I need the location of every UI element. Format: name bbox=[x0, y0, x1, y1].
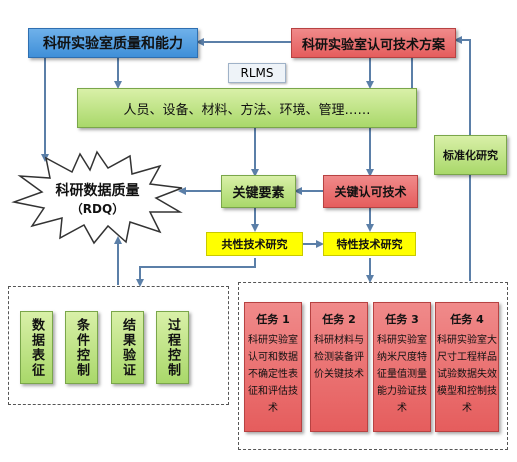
panel-item-result-verification: 结果验证 bbox=[111, 311, 144, 384]
task-2-box: 任务 2 科研材料与检测装备评价关键技术 bbox=[310, 302, 368, 432]
rdq-abbr: （RDQ） bbox=[70, 202, 125, 216]
accreditation-scheme-box: 科研实验室认可技术方案 bbox=[291, 28, 456, 58]
starburst-shape bbox=[11, 150, 183, 245]
rlms-box: RLMS bbox=[228, 63, 286, 83]
task-4-desc: 科研实验室大尺寸工程样品试验数据失效模型和控制技术 bbox=[437, 335, 497, 414]
task-panel bbox=[238, 282, 508, 450]
task-4-box: 任务 4 科研实验室大尺寸工程样品试验数据失效模型和控制技术 bbox=[435, 302, 499, 432]
task-1-desc: 科研实验室认可和数据不确定性表征和评估技术 bbox=[248, 335, 298, 414]
rdq-starburst: 科研数据质量 （RDQ） bbox=[10, 150, 185, 245]
key-elements-box: 关键要素 bbox=[221, 175, 296, 208]
panel-item-data-characterization: 数据表征 bbox=[20, 311, 53, 384]
arrow-common-to-panel bbox=[136, 258, 256, 287]
task-1-box: 任务 1 科研实验室认可和数据不确定性表征和评估技术 bbox=[244, 302, 302, 432]
task-2-desc: 科研材料与检测装备评价关键技术 bbox=[314, 335, 364, 380]
key-accreditation-box: 关键认可技术 bbox=[323, 175, 418, 208]
arrow-tasks-to-scheme bbox=[454, 36, 471, 281]
task-3-box: 任务 3 科研实验室纳米尺度特征量值测量能力验证技术 bbox=[373, 302, 431, 432]
panel-item-process-control: 过程控制 bbox=[156, 311, 189, 384]
specific-tech-label: 特性技术研究 bbox=[323, 232, 416, 256]
task-2-title: 任务 2 bbox=[322, 313, 356, 326]
standardization-box: 标准化研究 bbox=[434, 135, 507, 175]
task-4-title: 任务 4 bbox=[450, 313, 484, 326]
task-1-title: 任务 1 bbox=[256, 313, 290, 326]
factors-box: 人员、设备、材料、方法、环境、管理…… bbox=[77, 88, 417, 128]
left-panel bbox=[8, 286, 229, 405]
panel-item-condition-control: 条件控制 bbox=[65, 311, 98, 384]
task-3-title: 任务 3 bbox=[385, 313, 419, 326]
quality-capability-box: 科研实验室质量和能力 bbox=[28, 28, 198, 58]
rdq-title: 科研数据质量 bbox=[55, 183, 140, 199]
common-tech-label: 共性技术研究 bbox=[206, 232, 303, 256]
task-3-desc: 科研实验室纳米尺度特征量值测量能力验证技术 bbox=[377, 335, 427, 414]
